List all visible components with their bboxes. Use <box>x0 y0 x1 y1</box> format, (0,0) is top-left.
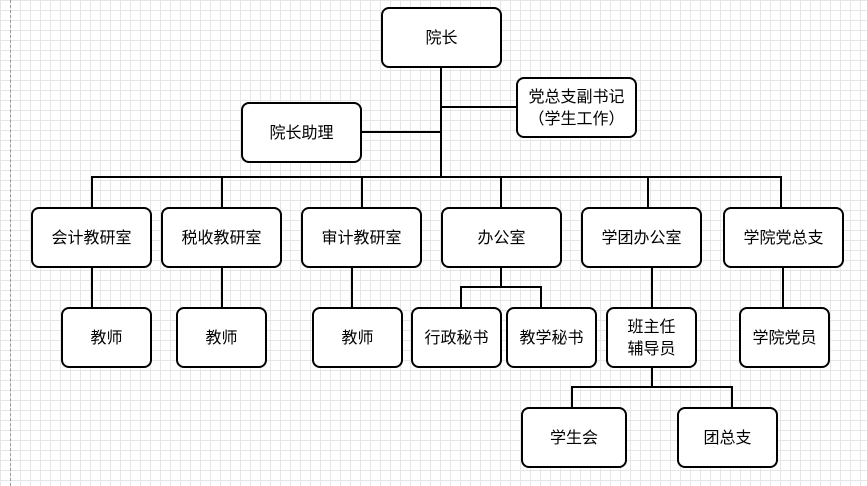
node-college-party-branch: 学院党总支 <box>723 207 844 268</box>
node-teaching-secretary: 教学秘书 <box>506 307 597 368</box>
node-party-deputy-secretary-line1: 党总支副书记 <box>528 86 625 106</box>
node-student-union: 学生会 <box>521 407 627 468</box>
node-class-head-line1: 班主任 <box>627 316 676 336</box>
node-class-head-line2: 辅导员 <box>627 338 676 358</box>
node-admin-secretary: 行政秘书 <box>411 307 502 368</box>
node-dean: 院长 <box>381 7 502 68</box>
node-teacher-3: 教师 <box>312 307 403 368</box>
node-dean-assistant: 院长助理 <box>241 102 362 163</box>
canvas-dashed-guide <box>10 0 11 486</box>
node-party-members: 学院党员 <box>739 307 830 368</box>
node-party-deputy-secretary-line2: （学生工作） <box>528 108 625 128</box>
node-audit-dept: 审计教研室 <box>301 207 422 268</box>
node-party-deputy-secretary: 党总支副书记 （学生工作） <box>516 77 637 138</box>
node-student-affairs-office: 学团办公室 <box>581 207 702 268</box>
node-teacher-1: 教师 <box>61 307 152 368</box>
node-accounting-dept: 会计教研室 <box>31 207 152 268</box>
node-class-head-counselor: 班主任 辅导员 <box>606 307 697 368</box>
node-league-branch: 团总支 <box>677 407 778 468</box>
node-office: 办公室 <box>441 207 562 268</box>
node-tax-dept: 税收教研室 <box>161 207 282 268</box>
node-teacher-2: 教师 <box>176 307 267 368</box>
